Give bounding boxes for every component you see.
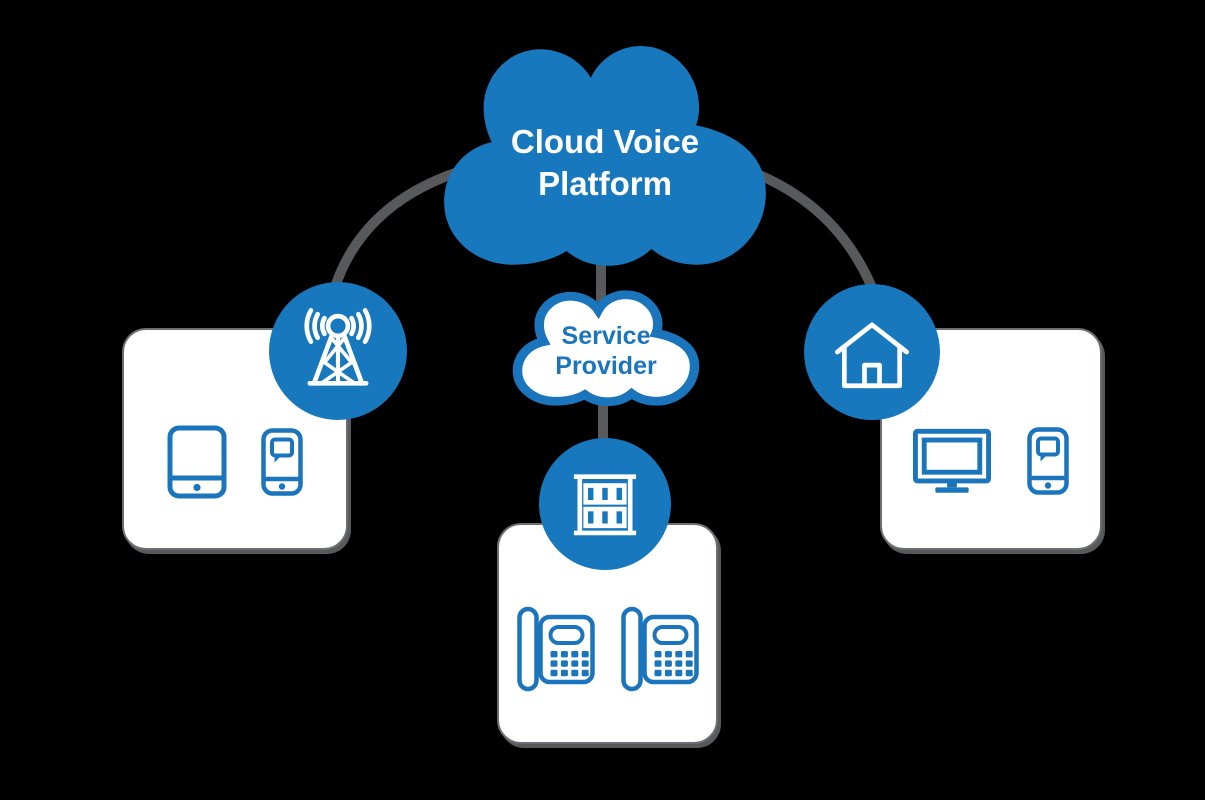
platform-label: Cloud Voice Platform bbox=[430, 121, 780, 205]
desk-phone-icon bbox=[516, 606, 595, 691]
cell-tower-icon bbox=[304, 308, 372, 386]
cloud-icon bbox=[444, 46, 766, 266]
office-building-icon bbox=[573, 474, 637, 536]
tablet-icon bbox=[167, 425, 227, 498]
office-building-node bbox=[539, 438, 671, 570]
edge-platform-to-cell-tower bbox=[329, 167, 460, 292]
service-provider-label-line2: Provider bbox=[555, 352, 657, 380]
house-icon bbox=[834, 322, 910, 389]
cloud-voice-platform-node: Cloud Voice Platform bbox=[430, 45, 780, 270]
service-provider-label: Service Provider bbox=[503, 321, 709, 381]
edge-platform-to-home bbox=[750, 167, 878, 292]
smartphone-chat-icon bbox=[1027, 427, 1069, 495]
service-provider-label-line1: Service bbox=[561, 322, 651, 350]
platform-label-line1: Cloud Voice bbox=[510, 123, 700, 160]
desk-phone-icon bbox=[620, 606, 699, 691]
home-node bbox=[804, 284, 940, 420]
service-provider-node: Service Provider bbox=[503, 288, 709, 410]
cell-tower-node bbox=[269, 282, 407, 420]
cloud-outline-icon bbox=[512, 290, 700, 407]
desktop-monitor-icon bbox=[913, 428, 991, 493]
platform-label-line2: Platform bbox=[538, 165, 672, 202]
smartphone-chat-icon bbox=[261, 427, 303, 496]
